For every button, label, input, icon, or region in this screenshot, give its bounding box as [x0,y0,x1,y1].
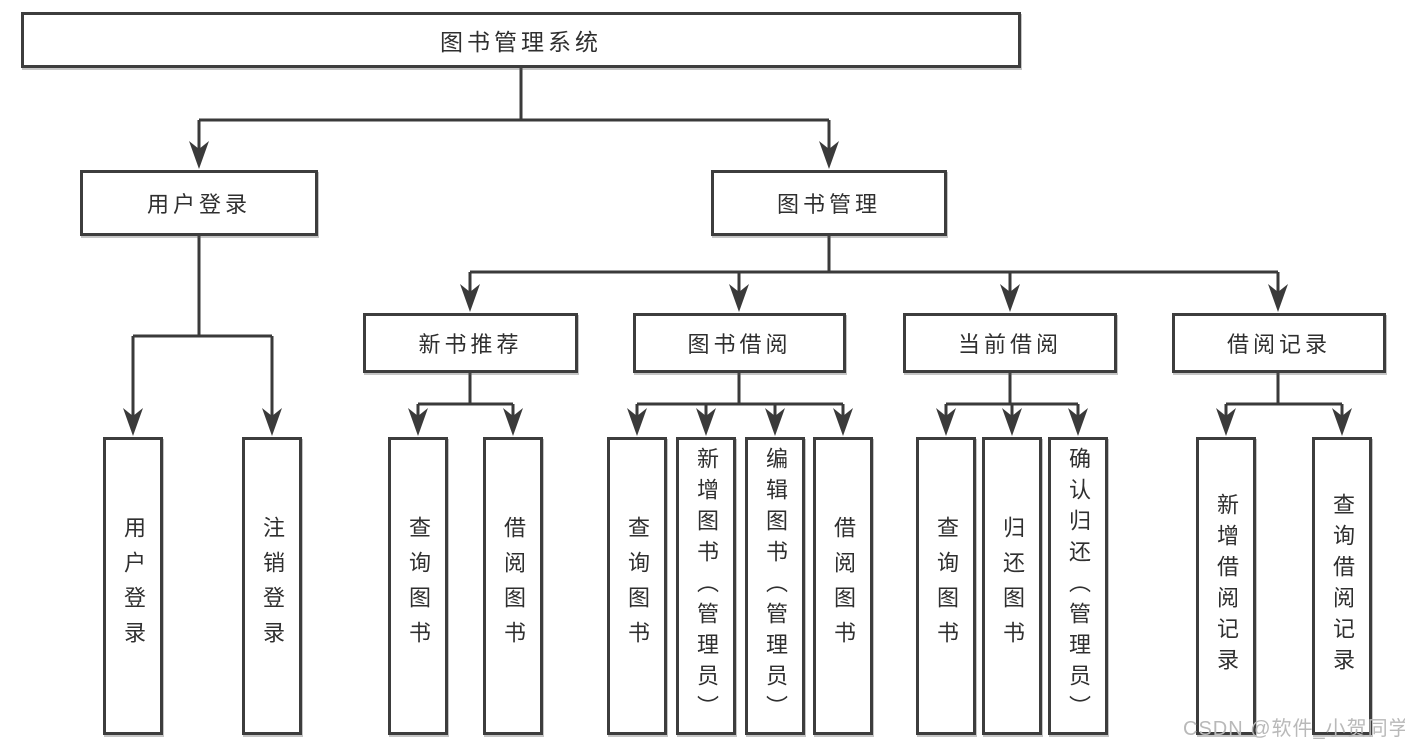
leaf-label: 新增图书（管理员） [694,446,719,726]
leaf-label: 借阅图书 [501,516,526,656]
leaf-label: 归还图书 [1000,516,1025,656]
node-leaf-user-login: 用户登录 [103,437,163,735]
node-leaf-confirm-return-admin: 确认归还（管理员） [1048,437,1108,735]
node-user-login: 用户登录 [80,170,318,236]
leaf-label: 注销登录 [260,516,285,656]
leaf-label: 查询借阅记录 [1330,493,1355,679]
leaf-label: 查询图书 [625,516,650,656]
node-leaf-add-borrow-record: 新增借阅记录 [1196,437,1256,735]
leaf-label: 确认归还（管理员） [1066,446,1091,726]
node-leaf-query-books-current: 查询图书 [916,437,976,735]
node-new-book-recommend: 新书推荐 [363,313,578,373]
leaf-label: 新增借阅记录 [1214,493,1239,679]
node-leaf-edit-books-admin: 编辑图书（管理员） [745,437,805,735]
node-leaf-return-books: 归还图书 [982,437,1042,735]
node-leaf-borrow-books-borrowing: 借阅图书 [813,437,873,735]
node-leaf-add-books-admin: 新增图书（管理员） [676,437,736,735]
node-current-borrowing: 当前借阅 [903,313,1117,373]
leaf-label: 借阅图书 [831,516,856,656]
leaf-label: 查询图书 [934,516,959,656]
node-leaf-query-borrow-record: 查询借阅记录 [1312,437,1372,735]
arrowheads [123,141,1352,436]
node-leaf-borrow-books-newbook: 借阅图书 [483,437,543,735]
connector-group [131,68,1344,431]
leaf-label: 编辑图书（管理员） [763,446,788,726]
node-leaf-logout-login: 注销登录 [242,437,302,735]
leaf-label: 查询图书 [406,516,431,656]
node-book-management: 图书管理 [711,170,947,236]
node-leaf-query-books-newbook: 查询图书 [388,437,448,735]
node-root-system: 图书管理系统 [21,12,1021,68]
csdn-watermark: CSDN @软件_小贺同学 [1183,718,1405,740]
leaf-label: 用户登录 [121,516,146,656]
node-borrowing-records: 借阅记录 [1172,313,1386,373]
node-book-borrowing: 图书借阅 [633,313,846,373]
node-leaf-query-books-borrowing: 查询图书 [607,437,667,735]
